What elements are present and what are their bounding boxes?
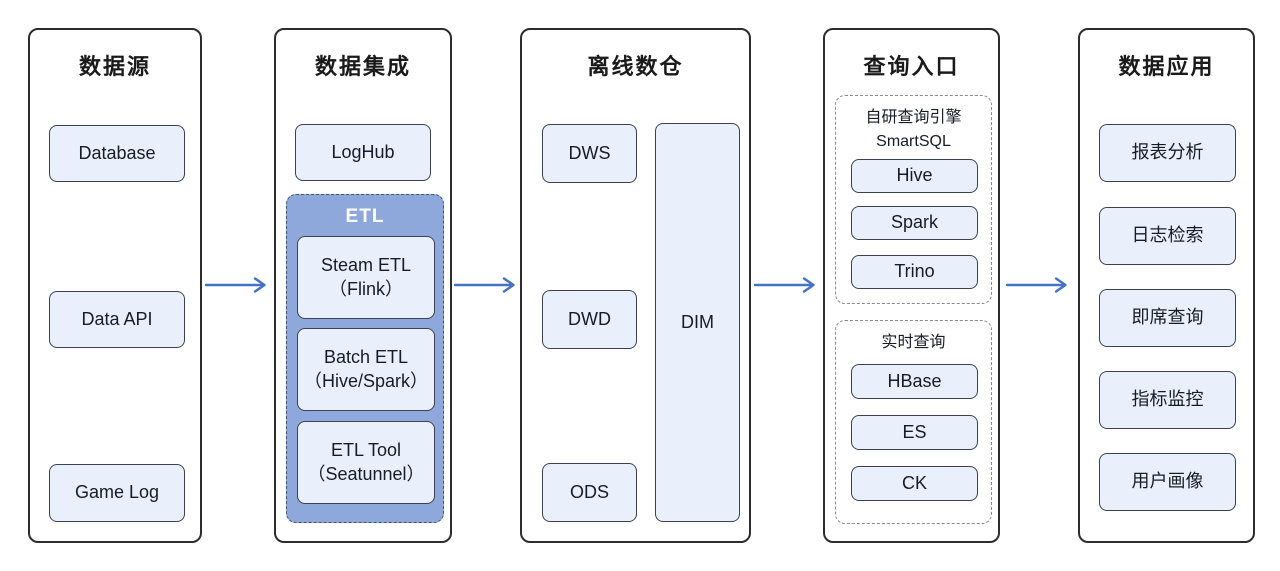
group-smartsql-label: 自研查询引擎 SmartSQL — [836, 106, 991, 154]
node-hbase: HBase — [851, 364, 978, 399]
flow-arrow-4 — [1005, 277, 1067, 293]
node-stream-etl: Steam ETL （Flink） — [297, 236, 435, 319]
group-smartsql: 自研查询引擎 SmartSQL Hive Spark Trino — [835, 95, 992, 304]
node-report-analysis: 报表分析 — [1099, 124, 1236, 182]
node-ck: CK — [851, 466, 978, 501]
group-realtime-label: 实时查询 — [881, 334, 946, 351]
node-label-line1: Batch ETL — [323, 347, 409, 368]
group-etl: ETL Steam ETL （Flink） Batch ETL （Hive/Sp… — [286, 194, 444, 523]
node-database: Database — [49, 125, 185, 182]
node-dim: DIM — [655, 123, 740, 522]
node-dws: DWS — [542, 124, 637, 183]
panel-title: 查询入口 — [863, 54, 960, 79]
flow-arrow-1 — [204, 277, 266, 293]
node-label-line2: （Hive/Spark） — [303, 370, 429, 391]
flow-arrow-2 — [453, 277, 515, 293]
panel-title: 数据应用 — [1118, 54, 1215, 79]
panel-query-entry: 查询入口 自研查询引擎 SmartSQL Hive Spark Trino 实时… — [823, 28, 1000, 543]
panel-title: 数据源 — [78, 54, 151, 79]
node-batch-etl: Batch ETL （Hive/Spark） — [297, 328, 435, 411]
panel-title: 数据集成 — [314, 54, 411, 79]
node-es: ES — [851, 415, 978, 450]
node-label-line2: （Seatunnel） — [307, 463, 425, 484]
group-label-line2: SmartSQL — [876, 133, 951, 150]
panel-title: 离线数仓 — [587, 54, 684, 79]
flow-arrow-3 — [753, 277, 815, 293]
group-etl-label: ETL — [345, 206, 385, 227]
node-user-profile: 用户画像 — [1099, 453, 1236, 511]
panel-data-application: 数据应用 报表分析 日志检索 即席查询 指标监控 用户画像 — [1078, 28, 1255, 543]
panel-data-source: 数据源 Database Data API Game Log — [28, 28, 202, 543]
node-loghub: LogHub — [295, 124, 431, 181]
node-label-line1: ETL Tool — [330, 440, 402, 461]
group-realtime-query: 实时查询 HBase ES CK — [835, 320, 992, 524]
node-log-search: 日志检索 — [1099, 207, 1236, 265]
node-label-line2: （Flink） — [328, 278, 403, 299]
node-metric-monitor: 指标监控 — [1099, 371, 1236, 429]
node-ods: ODS — [542, 463, 637, 522]
node-hive: Hive — [851, 159, 978, 193]
node-etl-tool: ETL Tool （Seatunnel） — [297, 421, 435, 504]
node-spark: Spark — [851, 206, 978, 240]
group-label-line1: 自研查询引擎 — [865, 109, 962, 126]
panel-offline-warehouse: 离线数仓 DWS DWD ODS DIM — [520, 28, 751, 543]
node-dwd: DWD — [542, 290, 637, 349]
node-game-log: Game Log — [49, 464, 185, 522]
node-trino: Trino — [851, 255, 978, 289]
node-label-line1: Steam ETL — [320, 255, 412, 276]
node-data-api: Data API — [49, 291, 185, 348]
node-adhoc-query: 即席查询 — [1099, 289, 1236, 347]
panel-data-integration: 数据集成 LogHub ETL Steam ETL （Flink） Batch … — [274, 28, 452, 543]
